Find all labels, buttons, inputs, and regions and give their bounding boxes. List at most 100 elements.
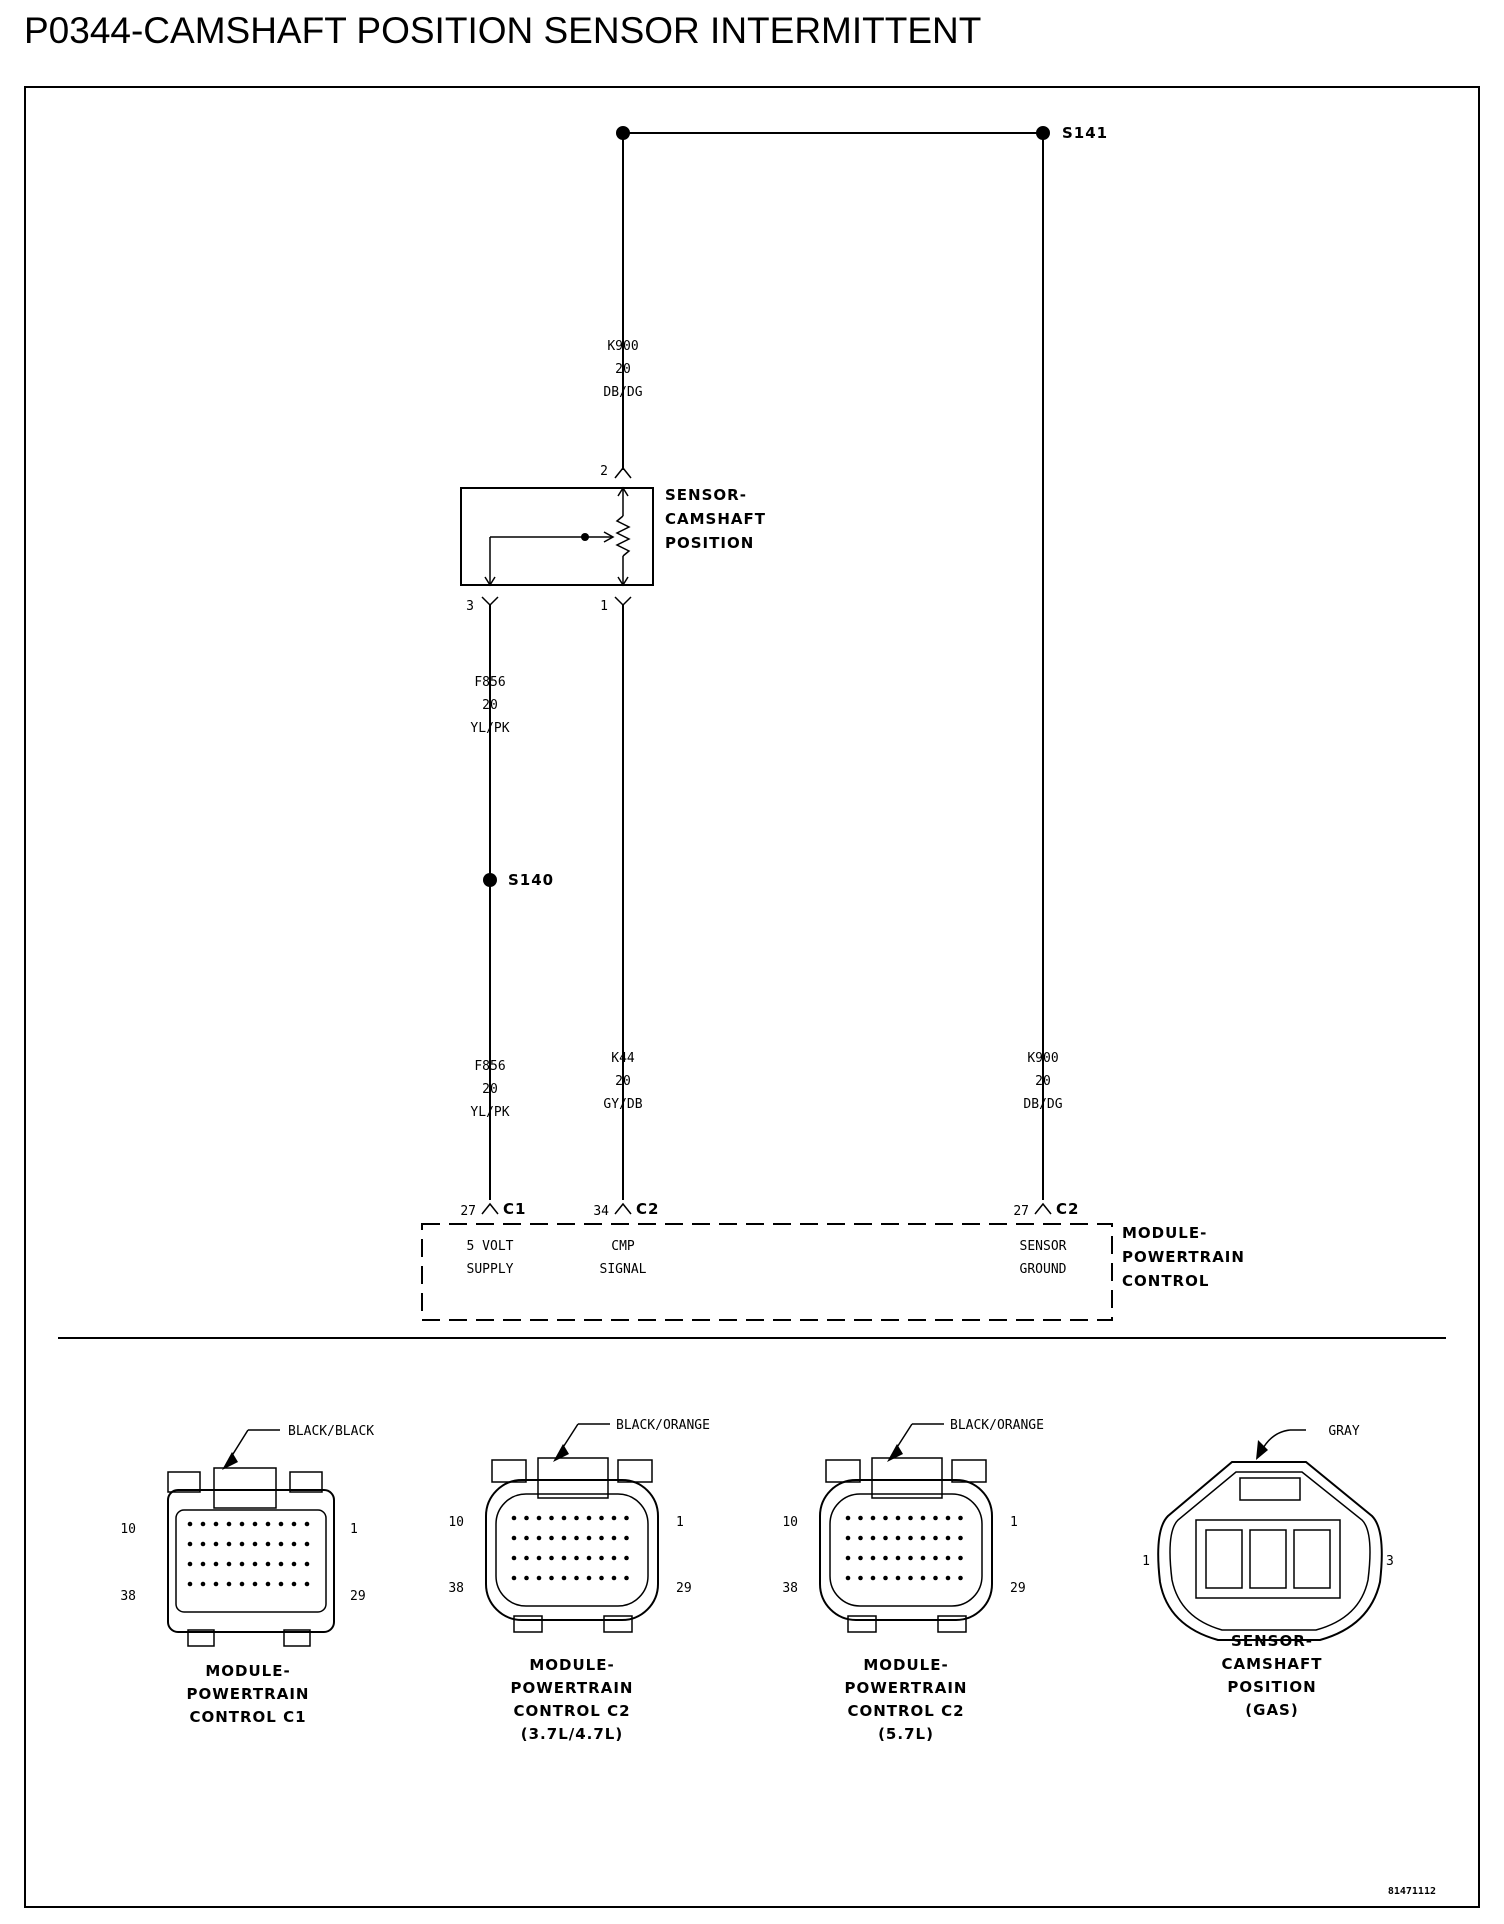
connector-pin-dot [265, 1541, 271, 1547]
connector-pin-dot [858, 1555, 863, 1561]
connector-pin-dot [933, 1535, 938, 1541]
sensor-name-line3: POSITION [665, 534, 754, 552]
connector-pin-dot [561, 1515, 567, 1521]
wire-f856-lower-color: YL/PK [470, 1105, 509, 1120]
sensor-pin-1-terminal [614, 596, 632, 607]
connector-pin-dot [895, 1575, 901, 1581]
pcm-pin-c2-27-label1: SENSOR [1020, 1239, 1067, 1254]
diagram-frame [24, 86, 1480, 1908]
connector-c1-foot-left [187, 1629, 215, 1647]
connector-pin-dot [278, 1581, 284, 1587]
connector-pin-dot [213, 1581, 219, 1587]
wire-f856-lower-circuit: F856 [474, 1059, 505, 1074]
connector-c2a-pin-1: 1 [676, 1515, 684, 1530]
figure-id: 81471112 [1388, 1886, 1436, 1897]
connector-pin-dot [599, 1555, 604, 1561]
connector-pin-dot [549, 1515, 554, 1521]
connector-c2b-name-line3: CONTROL C2 [847, 1702, 964, 1720]
connector-pin-dot [945, 1555, 951, 1561]
pcm-pin-c2-connector-b: C2 [1056, 1200, 1079, 1218]
splice-s140-dot [483, 873, 497, 887]
pcm-pin-c2-27-number: 27 [1013, 1204, 1029, 1219]
connector-c2a-pin-38: 38 [448, 1581, 464, 1596]
connector-c1-pin-grid [187, 1521, 310, 1587]
connector-pin-dot [908, 1535, 913, 1541]
connector-c2a-name-line1: MODULE- [529, 1656, 614, 1674]
connector-pin-dot [200, 1541, 206, 1547]
connector-pin-dot [908, 1555, 913, 1561]
connector-pin-dot [200, 1561, 206, 1567]
connector-c1-pin-29: 29 [350, 1589, 366, 1604]
connector-pin-dot [536, 1555, 542, 1561]
connector-pin-dot [883, 1535, 888, 1541]
connector-pin-dot [883, 1575, 888, 1581]
connector-pin-dot [226, 1541, 232, 1547]
sensor-name-line1: SENSOR- [665, 486, 747, 504]
connector-c2a-body [485, 1479, 659, 1621]
connector-pin-dot [265, 1521, 271, 1527]
connector-pin-dot [511, 1575, 517, 1581]
connector-pin-dot [561, 1535, 567, 1541]
connector-c1-name-line1: MODULE- [205, 1662, 290, 1680]
connector-pin-dot [213, 1521, 219, 1527]
connector-pin-dot [304, 1541, 310, 1547]
connector-pin-dot [239, 1521, 245, 1527]
connector-c2b-pin-29: 29 [1010, 1581, 1026, 1596]
connector-pin-dot [291, 1581, 297, 1587]
connector-pin-dot [883, 1515, 888, 1521]
splice-s141-label: S141 [1062, 124, 1108, 142]
connector-c2b-latch-right [951, 1459, 987, 1483]
connector-c2a-face [495, 1493, 649, 1607]
sensor-arrow-up [617, 486, 629, 497]
connector-pin-dot [586, 1575, 592, 1581]
connector-pin-dot [845, 1575, 851, 1581]
connector-cmp-leader [1261, 1429, 1291, 1451]
connector-cmp-terminal-3 [1293, 1529, 1331, 1589]
connector-pin-dot [187, 1521, 193, 1527]
connector-pin-dot [187, 1561, 193, 1567]
connector-c2b-body [819, 1479, 993, 1621]
connector-c2a-pointer-icon [553, 1444, 569, 1462]
connector-c2b-foot-left [847, 1615, 877, 1633]
connector-pin-dot [213, 1541, 219, 1547]
connector-c2a-foot-left [513, 1615, 543, 1633]
connector-pin-dot [858, 1535, 863, 1541]
connector-pin-dot [536, 1575, 542, 1581]
connector-pin-dot [958, 1535, 963, 1541]
connector-c2b-face [829, 1493, 983, 1607]
connector-c1-pin-10: 10 [120, 1522, 136, 1537]
connector-c1-pin-1: 1 [350, 1522, 358, 1537]
wire-k900-top-color: DB/DG [603, 385, 642, 400]
connector-pin-dot [252, 1521, 258, 1527]
pcm-module-box [421, 1223, 1113, 1321]
connector-pin-dot [933, 1575, 938, 1581]
pcm-pin-c2-connector-a: C2 [636, 1200, 659, 1218]
connector-pin-dot [624, 1535, 629, 1541]
connector-c2b-name-line1: MODULE- [863, 1656, 948, 1674]
connector-pin-dot [200, 1521, 206, 1527]
connector-c2a-pin-29: 29 [676, 1581, 692, 1596]
wire-k44-circuit: K44 [611, 1051, 635, 1066]
connector-pin-dot [226, 1561, 232, 1567]
sensor-name-line2: CAMSHAFT [665, 510, 766, 528]
connector-c1-pin-38: 38 [120, 1589, 136, 1604]
connector-pin-dot [252, 1581, 258, 1587]
connector-cmp-name-line2: CAMSHAFT [1222, 1655, 1323, 1673]
connector-pin-dot [561, 1575, 567, 1581]
connector-pin-dot [895, 1555, 901, 1561]
connector-pin-dot [945, 1515, 951, 1521]
connector-pin-dot [611, 1575, 617, 1581]
connector-c2a-latch-left [491, 1459, 527, 1483]
connector-pin-dot [883, 1555, 888, 1561]
connector-cmp-body [1157, 1461, 1383, 1641]
connector-c2b-foot-right [937, 1615, 967, 1633]
wire-k900-ground-circuit: K900 [1027, 1051, 1058, 1066]
sensor-pin-1-label: 1 [600, 599, 608, 614]
connector-pin-dot [624, 1555, 629, 1561]
connector-cmp-name-line4: (GAS) [1245, 1701, 1298, 1719]
connector-pin-dot [958, 1515, 963, 1521]
wire-f856-upper-color: YL/PK [470, 721, 509, 736]
wire-f856-upper-gauge: 20 [482, 698, 498, 713]
connector-c2b-pin-1: 1 [1010, 1515, 1018, 1530]
sensor-pin-2-label: 2 [600, 464, 608, 479]
